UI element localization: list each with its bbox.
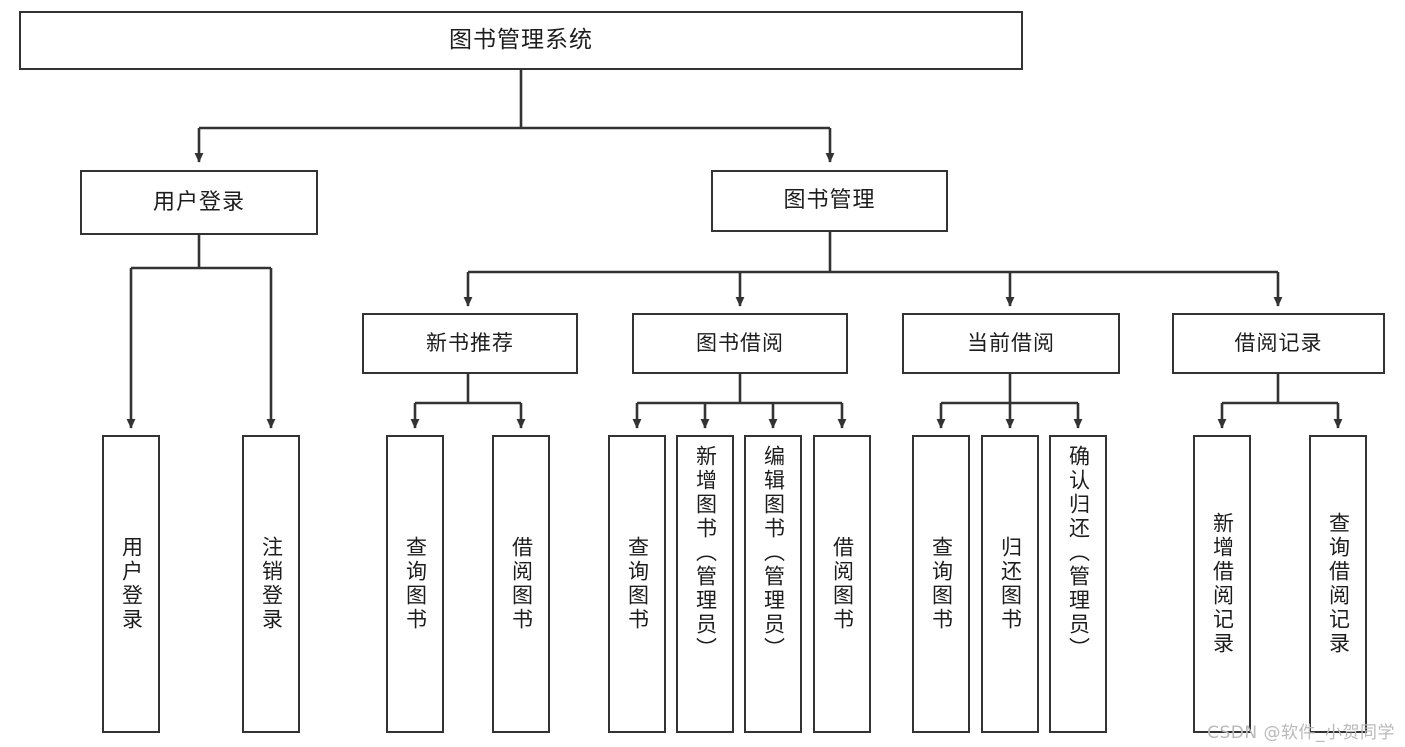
- node-user-login[interactable]: 用户登录: [80, 170, 318, 235]
- node-new-book-recommend-label: 新书推荐: [426, 331, 514, 356]
- node-user-login-label: 用户登录: [152, 189, 245, 215]
- node-borrow-record-label: 借阅记录: [1234, 331, 1323, 356]
- csdn-watermark: CSDN @软件_小贺同学: [1207, 723, 1395, 743]
- node-leaf-add-borrow-record[interactable]: 新增借阅记录: [1193, 435, 1251, 733]
- node-leaf-confirm-return[interactable]: 确认归还（管理员）: [1049, 435, 1107, 733]
- node-book-borrow[interactable]: 图书借阅: [632, 313, 848, 374]
- node-leaf-add-book-label: 新增图书（管理员）: [693, 445, 718, 661]
- node-leaf-add-borrow-record-label: 新增借阅记录: [1210, 512, 1235, 656]
- node-root-system[interactable]: 图书管理系统: [19, 11, 1023, 70]
- node-leaf-borrow-book-2-label: 借阅图书: [830, 536, 855, 632]
- node-leaf-user-login-label: 用户登录: [119, 536, 144, 632]
- node-leaf-query-borrow-record[interactable]: 查询借阅记录: [1309, 435, 1367, 733]
- node-leaf-confirm-return-label: 确认归还（管理员）: [1066, 445, 1091, 661]
- node-book-management[interactable]: 图书管理: [711, 170, 948, 232]
- node-root-system-label: 图书管理系统: [449, 27, 593, 54]
- node-leaf-edit-book-label: 编辑图书（管理员）: [761, 445, 786, 661]
- node-leaf-add-book[interactable]: 新增图书（管理员）: [676, 435, 734, 733]
- node-leaf-query-book-2[interactable]: 查询图书: [608, 435, 666, 733]
- node-leaf-query-book-1[interactable]: 查询图书: [386, 435, 444, 733]
- node-current-borrow[interactable]: 当前借阅: [902, 313, 1120, 374]
- node-leaf-query-book-3-label: 查询图书: [929, 536, 954, 632]
- node-leaf-query-book-3[interactable]: 查询图书: [912, 435, 970, 733]
- node-leaf-borrow-book-1-label: 借阅图书: [509, 536, 534, 632]
- node-book-management-label: 图书管理: [783, 188, 876, 214]
- node-leaf-return-book[interactable]: 归还图书: [981, 435, 1039, 733]
- node-book-borrow-label: 图书借阅: [696, 331, 784, 356]
- node-leaf-borrow-book-1[interactable]: 借阅图书: [492, 435, 550, 733]
- node-new-book-recommend[interactable]: 新书推荐: [362, 313, 578, 374]
- node-current-borrow-label: 当前借阅: [967, 331, 1055, 356]
- node-leaf-borrow-book-2[interactable]: 借阅图书: [813, 435, 871, 733]
- node-leaf-edit-book[interactable]: 编辑图书（管理员）: [744, 435, 802, 733]
- node-leaf-logout-login[interactable]: 注销登录: [242, 435, 300, 733]
- node-leaf-query-borrow-record-label: 查询借阅记录: [1326, 512, 1351, 656]
- node-leaf-user-login[interactable]: 用户登录: [102, 435, 160, 733]
- node-leaf-query-book-1-label: 查询图书: [403, 536, 428, 632]
- node-borrow-record[interactable]: 借阅记录: [1172, 313, 1385, 374]
- node-leaf-query-book-2-label: 查询图书: [625, 536, 650, 632]
- node-leaf-logout-login-label: 注销登录: [259, 536, 284, 632]
- node-leaf-return-book-label: 归还图书: [998, 536, 1023, 632]
